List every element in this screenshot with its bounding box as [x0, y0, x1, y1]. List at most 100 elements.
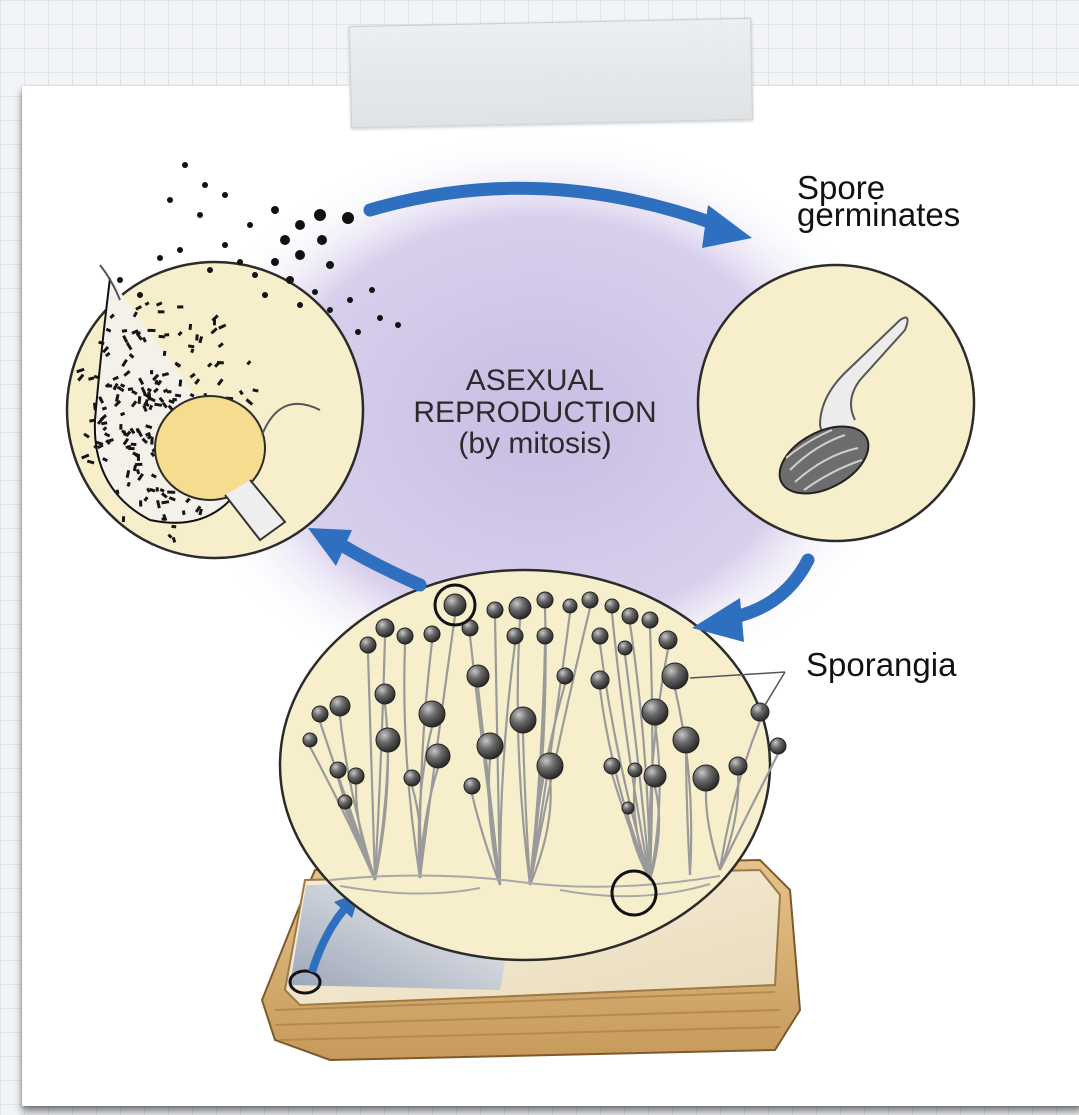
- spore-particle: [167, 491, 175, 494]
- spore-particle: [162, 517, 167, 520]
- sporangium-head: [659, 631, 677, 649]
- center-title-line3: (by mitosis): [385, 428, 685, 460]
- sporangium-head: [507, 628, 523, 644]
- sporangium-head: [509, 597, 531, 619]
- sporangium-head: [376, 728, 400, 752]
- sporangium-head: [642, 612, 658, 628]
- sporangium-head: [591, 671, 609, 689]
- spore-particle: [159, 335, 165, 338]
- airborne-spore: [271, 258, 279, 266]
- airborne-spore: [295, 220, 305, 230]
- sporangium-head: [376, 619, 394, 637]
- spore-particle: [148, 329, 156, 332]
- sporangium-head: [618, 641, 632, 655]
- airborne-spore: [347, 297, 353, 303]
- sporangium-head: [693, 765, 719, 791]
- spore-particle: [122, 516, 125, 522]
- sporangium-head: [426, 744, 450, 768]
- airborne-spore: [280, 235, 290, 245]
- sporangium-head: [537, 628, 553, 644]
- sporangium-head: [537, 592, 553, 608]
- sporangium-head: [751, 703, 769, 721]
- airborne-spore: [395, 322, 401, 328]
- sporangium-head: [487, 602, 503, 618]
- sporangium-head: [338, 795, 352, 809]
- spore-particle: [131, 443, 137, 447]
- sporangia-label: Sporangia: [806, 648, 956, 681]
- sporangium-head: [604, 758, 620, 774]
- airborne-spore: [342, 212, 354, 224]
- spore-particle: [171, 525, 176, 529]
- airborne-spore: [317, 235, 327, 245]
- sporangium-head: [592, 628, 608, 644]
- sporangium-head: [557, 668, 573, 684]
- sporangium-head: [628, 763, 642, 777]
- airborne-spore: [327, 307, 333, 313]
- spore-particle: [148, 393, 151, 400]
- sporangium-head: [477, 733, 503, 759]
- airborne-spore: [182, 162, 188, 168]
- airborne-spore: [137, 292, 143, 298]
- airborne-spore: [314, 209, 326, 221]
- sporangium-head: [464, 778, 480, 794]
- sporangium-head: [330, 696, 350, 716]
- spore-particle: [195, 334, 199, 340]
- airborne-spore: [312, 289, 318, 295]
- airborne-spore: [177, 247, 183, 253]
- sporangium-head: [424, 626, 440, 642]
- spore-particle: [135, 463, 142, 466]
- airborne-spore: [247, 222, 253, 228]
- airborne-spore: [355, 329, 361, 335]
- center-title-line1: ASEXUAL: [385, 365, 685, 397]
- sporangium-head: [642, 699, 668, 725]
- airborne-spore: [297, 302, 303, 308]
- sporangium-head: [312, 706, 328, 722]
- airborne-spore: [271, 206, 279, 214]
- sporangium-head: [770, 738, 786, 754]
- spore-particle: [213, 320, 216, 326]
- sporangium-head: [622, 608, 638, 624]
- airborne-spore: [157, 255, 163, 261]
- spore-particle: [119, 424, 122, 430]
- center-title-line2: REPRODUCTION: [385, 397, 685, 429]
- center-title: ASEXUAL REPRODUCTION (by mitosis): [385, 365, 685, 460]
- sporangium-head: [404, 770, 420, 786]
- spore-cluster-icon: [67, 262, 363, 558]
- airborne-spore: [117, 277, 123, 283]
- sporangium-head: [662, 663, 688, 689]
- spore-particle: [177, 305, 183, 308]
- sporangium-head: [644, 765, 666, 787]
- airborne-spore: [326, 261, 334, 269]
- airborne-spore: [237, 259, 243, 265]
- spore-particle: [158, 310, 165, 313]
- airborne-spore: [286, 276, 294, 284]
- sporangium-head: [622, 802, 634, 814]
- airborne-spore: [262, 292, 268, 298]
- spore-germinates-label: Spore germinates: [797, 174, 960, 228]
- sporangium-head: [729, 757, 747, 775]
- spore-particle: [139, 500, 142, 506]
- airborne-spore: [167, 197, 173, 203]
- spore-particle: [150, 437, 153, 445]
- airborne-spore: [222, 192, 228, 198]
- sporangium-head: [348, 768, 364, 784]
- sporangium-head: [673, 727, 699, 753]
- sporangium-head: [537, 753, 563, 779]
- airborne-spore: [197, 212, 203, 218]
- sporangium-head: [330, 762, 346, 778]
- spore-particle: [128, 447, 134, 450]
- sporangium-head: [419, 701, 445, 727]
- spore-particle: [150, 370, 153, 374]
- spore-particle: [164, 333, 169, 337]
- sporangium-head: [582, 592, 598, 608]
- airborne-spore: [207, 267, 213, 273]
- sporangium-head: [605, 599, 619, 613]
- airborne-spore: [295, 250, 305, 260]
- sporangium-head: [563, 599, 577, 613]
- spore-particle: [217, 361, 224, 364]
- spore-particle: [156, 487, 159, 491]
- spore-particle: [182, 510, 186, 515]
- sporangium-head: [510, 707, 536, 733]
- spore-label-line2: germinates: [797, 201, 960, 228]
